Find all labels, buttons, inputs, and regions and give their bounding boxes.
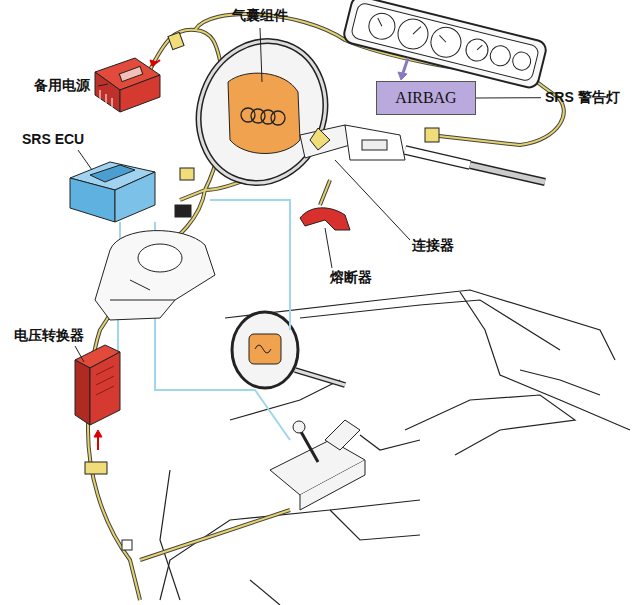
backup-power (95, 58, 160, 112)
lower-steering-wheel (232, 312, 345, 388)
voltage-converter (75, 345, 120, 450)
srs-ecu (70, 162, 155, 222)
instrument-cluster (342, 0, 548, 89)
mount-bracket (95, 231, 215, 320)
part-label: 气囊组件 (232, 8, 288, 23)
part-label: SRS 警告灯 (545, 90, 620, 105)
car-body (160, 290, 630, 605)
lamp-text: AIRBAG (395, 89, 456, 107)
warning-lamp-box: AIRBAG (376, 81, 476, 115)
part-label: 电压转换器 (14, 328, 84, 343)
steering-wheel (179, 23, 345, 201)
part-label: SRS ECU (22, 132, 84, 147)
part-label: 熔断器 (330, 270, 372, 285)
leader-lines (75, 28, 410, 362)
part-label: 连接器 (412, 238, 454, 253)
part-label: 备用电源 (34, 78, 90, 93)
pointer-arrowhead (398, 72, 407, 80)
leader-line (476, 97, 541, 98)
steering-column (300, 125, 545, 182)
fuse (300, 208, 350, 230)
